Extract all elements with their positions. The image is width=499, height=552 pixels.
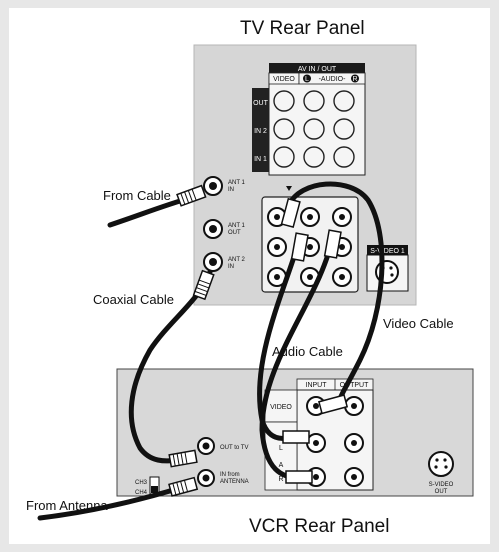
svg-text:S-VIDEO: S-VIDEO — [429, 482, 454, 488]
svg-text:IN: IN — [228, 187, 234, 193]
tv-panel-title: TV Rear Panel — [240, 18, 365, 39]
plug — [280, 197, 301, 228]
svg-text:OUT: OUT — [435, 489, 448, 495]
video-cable-label: Video Cable — [383, 316, 454, 331]
plug — [323, 229, 342, 259]
vcr-out-to-tv-label: OUT to TV — [220, 445, 248, 451]
av-jack — [303, 146, 325, 168]
av-jack — [273, 146, 295, 168]
ch4-label: CH4 — [135, 490, 148, 496]
plug — [285, 470, 313, 484]
vcr-audio-r-label: R — [278, 476, 283, 483]
plug — [168, 449, 198, 468]
tv-rear-panel: AV IN / OUT VIDEO L -AUDIO- R OUT IN 2 I… — [193, 44, 417, 306]
audio-left-marker — [303, 74, 311, 83]
audio-cable-label: Audio Cable — [272, 344, 343, 359]
audio-right-marker — [351, 74, 359, 83]
svg-text:ANT 2: ANT 2 — [228, 257, 246, 263]
svg-text:R: R — [352, 76, 357, 83]
av-jack — [333, 90, 355, 112]
av-in-out-block: AV IN / OUT VIDEO L -AUDIO- R OUT IN 2 I… — [252, 63, 366, 176]
audio-cable-left-line — [257, 235, 303, 441]
svideo1-label: S-VIDEO 1 — [370, 248, 405, 255]
vcr-video-label: VIDEO — [270, 404, 292, 411]
plug — [318, 394, 349, 415]
vcr-panel-title: VCR Rear Panel — [249, 516, 389, 537]
svg-text:L: L — [305, 76, 309, 83]
av-jack — [303, 118, 325, 140]
av-col-audio: -AUDIO- — [319, 76, 347, 83]
audio-cable-right-line — [259, 233, 336, 481]
vcr-output-label: OUTPUT — [340, 382, 370, 389]
av-row-in2: IN 2 — [254, 128, 267, 135]
vcr-audio-l-label: L — [279, 445, 283, 452]
svg-text:OUT: OUT — [228, 230, 241, 236]
av-header-label: AV IN / OUT — [298, 66, 337, 73]
av-jack — [333, 118, 355, 140]
video-cable-line — [286, 181, 385, 407]
av-row-out: OUT — [253, 100, 269, 107]
coaxial-cable-line — [128, 269, 213, 464]
av-header-bar — [269, 63, 365, 73]
plug — [176, 184, 207, 207]
av-col-video: VIDEO — [273, 76, 295, 83]
down-arrow-icon — [286, 186, 292, 191]
tv-antenna-jacks: ANT 1 IN ANT 1 OUT ANT 2 IN — [203, 176, 246, 272]
cable-plugs — [168, 184, 349, 497]
svg-text:ANT 1: ANT 1 — [228, 223, 246, 229]
svg-text:IN: IN — [228, 264, 234, 270]
ch3-label: CH3 — [135, 480, 148, 486]
av-jack — [273, 90, 295, 112]
plug — [290, 232, 309, 262]
vcr-input-label: INPUT — [306, 382, 328, 389]
plug — [282, 430, 310, 444]
svg-text:IN from: IN from — [220, 472, 240, 478]
svg-text:ANTENNA: ANTENNA — [220, 479, 249, 485]
av-jack — [333, 146, 355, 168]
vcr-svideo-out-jack — [428, 451, 454, 477]
svg-text:A: A — [279, 462, 284, 469]
from-antenna-label: From Antenna — [26, 498, 108, 513]
av-row-in1: IN 1 — [254, 156, 267, 163]
from-cable-label: From Cable — [103, 188, 171, 203]
from-antenna-line — [37, 485, 183, 521]
av-jack — [303, 90, 325, 112]
plug — [192, 269, 215, 301]
cables — [37, 181, 385, 521]
svg-text:ANT 1: ANT 1 — [228, 180, 246, 186]
coaxial-cable-label: Coaxial Cable — [93, 292, 174, 307]
plug — [168, 476, 199, 497]
av-jack — [273, 118, 295, 140]
